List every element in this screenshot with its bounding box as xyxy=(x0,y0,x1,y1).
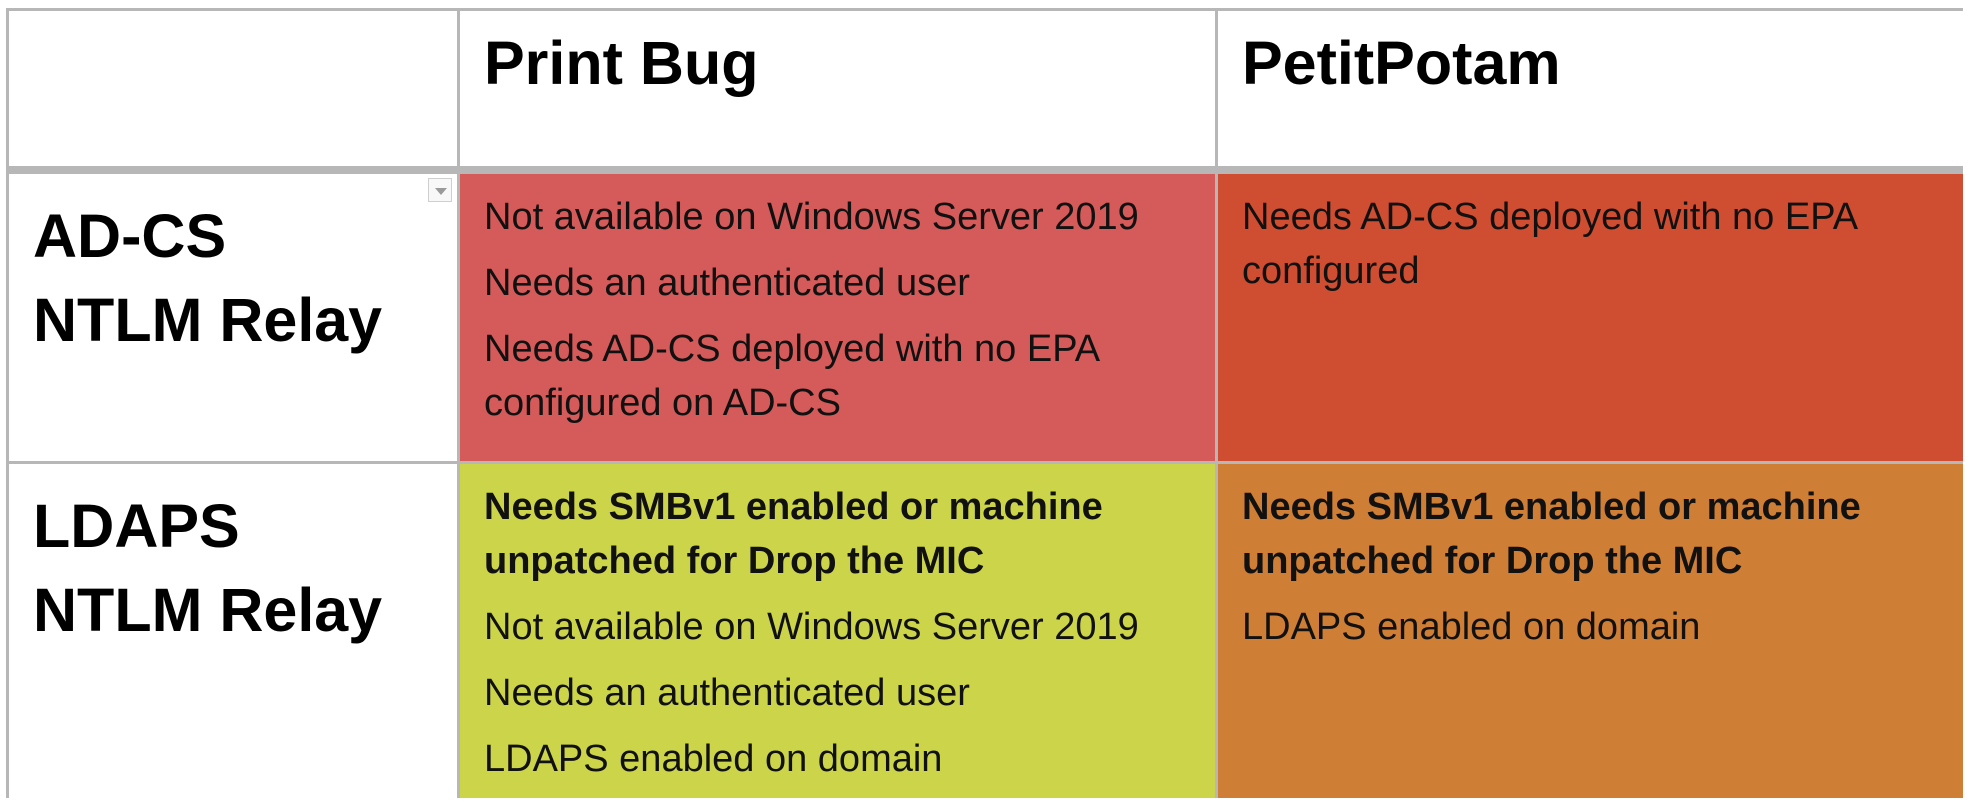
cell-text-line: Needs SMBv1 enabled or machine unpatched… xyxy=(1242,486,1861,582)
cell-text-line: Needs SMBv1 enabled or machine unpatched… xyxy=(484,486,1103,582)
cell-text-line: Needs an authenticated user xyxy=(484,262,970,304)
column-divider xyxy=(457,11,460,798)
column-header-petitpotam[interactable]: PetitPotam xyxy=(1218,11,1963,166)
cell-text-line: LDAPS enabled on domain xyxy=(484,738,943,780)
row-header-line: LDAPS xyxy=(33,492,240,560)
cell-text-line: Not available on Windows Server 2019 xyxy=(484,606,1139,648)
row-header-line: NTLM Relay xyxy=(33,576,383,644)
row-header-line: NTLM Relay xyxy=(33,286,383,354)
cell-ldaps-printbug[interactable]: Needs SMBv1 enabled or machine unpatched… xyxy=(460,464,1215,798)
row-header-adcs-ntlm-relay[interactable]: AD-CS NTLM Relay xyxy=(9,174,457,461)
row-header-ldaps-ntlm-relay[interactable]: LDAPS NTLM Relay xyxy=(9,464,457,798)
comparison-table: Print Bug PetitPotam AD-CS NTLM Relay No… xyxy=(6,8,1963,798)
column-header-print-bug[interactable]: Print Bug xyxy=(460,11,1215,166)
corner-cell[interactable] xyxy=(9,11,457,166)
cell-ldaps-petitpotam[interactable]: Needs SMBv1 enabled or machine unpatched… xyxy=(1218,464,1963,798)
row-divider xyxy=(9,461,1963,464)
row-header-line: AD-CS xyxy=(33,202,227,270)
cell-text-line: Needs AD-CS deployed with no EPA configu… xyxy=(484,328,1098,424)
cell-text-line: Needs an authenticated user xyxy=(484,672,970,714)
cell-text-line: Needs AD-CS deployed with no EPA configu… xyxy=(1242,196,1856,292)
cell-text-line: Not available on Windows Server 2019 xyxy=(484,196,1139,238)
column-divider xyxy=(1215,11,1218,798)
cell-adcs-petitpotam[interactable]: Needs AD-CS deployed with no EPA configu… xyxy=(1218,174,1963,461)
cell-text-line: LDAPS enabled on domain xyxy=(1242,606,1701,648)
frozen-row-divider[interactable] xyxy=(9,166,1963,174)
chevron-down-icon[interactable] xyxy=(428,178,452,202)
